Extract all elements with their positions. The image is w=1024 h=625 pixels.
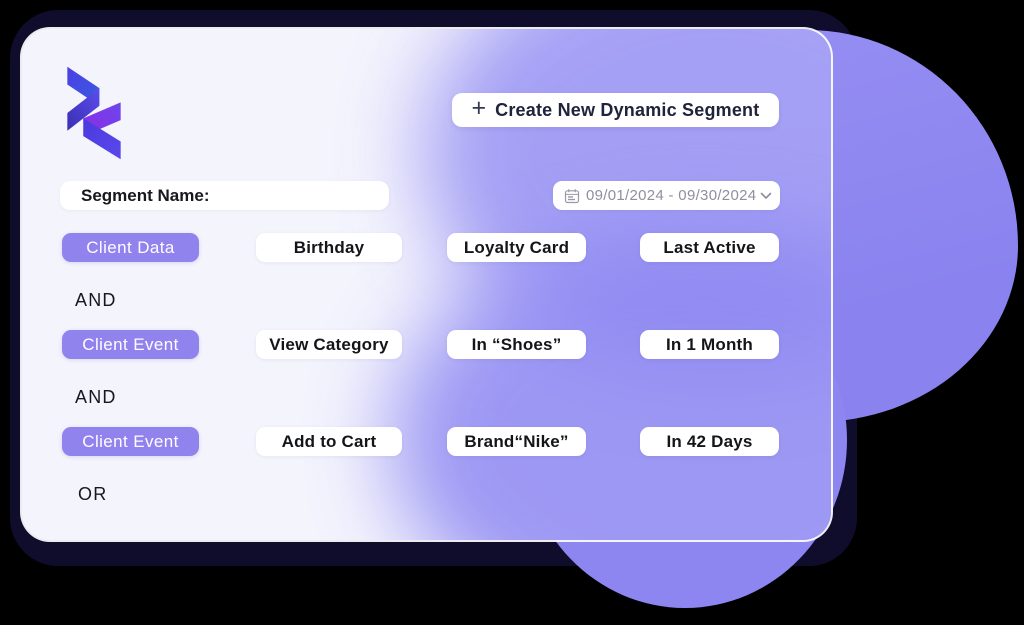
brand-logo-icon xyxy=(67,66,121,160)
logic-connector-and: AND xyxy=(75,290,117,310)
condition-value-chip[interactable]: In “Shoes” xyxy=(447,330,586,359)
logic-connector-and: AND xyxy=(75,387,117,407)
condition-value-chip[interactable]: Loyalty Card xyxy=(447,233,586,262)
condition-value-chip[interactable]: In 42 Days xyxy=(640,427,779,456)
date-range-picker[interactable]: 09/01/2024 - 09/30/2024 xyxy=(553,181,780,210)
condition-value-chip[interactable]: Birthday xyxy=(256,233,402,262)
condition-value-chip[interactable]: Last Active xyxy=(640,233,779,262)
create-button-label: Create New Dynamic Segment xyxy=(495,99,760,120)
condition-type-chip[interactable]: Client Data xyxy=(62,233,199,262)
create-new-dynamic-segment-button[interactable]: + Create New Dynamic Segment xyxy=(452,93,779,127)
chevron-down-icon xyxy=(761,192,772,199)
condition-type-chip[interactable]: Client Event xyxy=(62,427,199,456)
logic-connector-or: OR xyxy=(78,484,108,504)
calendar-icon xyxy=(564,188,580,203)
condition-value-chip[interactable]: View Category xyxy=(256,330,402,359)
plus-icon: + xyxy=(471,94,487,122)
condition-value-chip[interactable]: Brand“Nike” xyxy=(447,427,586,456)
condition-value-chip[interactable]: Add to Cart xyxy=(256,427,402,456)
condition-type-chip[interactable]: Client Event xyxy=(62,330,199,359)
condition-value-chip[interactable]: In 1 Month xyxy=(640,330,779,359)
segment-name-label: Segment Name: xyxy=(81,185,210,205)
segment-builder-card: + Create New Dynamic Segment Segment Nam… xyxy=(22,29,831,540)
date-range-value: 09/01/2024 - 09/30/2024 xyxy=(586,187,757,204)
segment-name-input[interactable]: Segment Name: xyxy=(60,181,389,210)
